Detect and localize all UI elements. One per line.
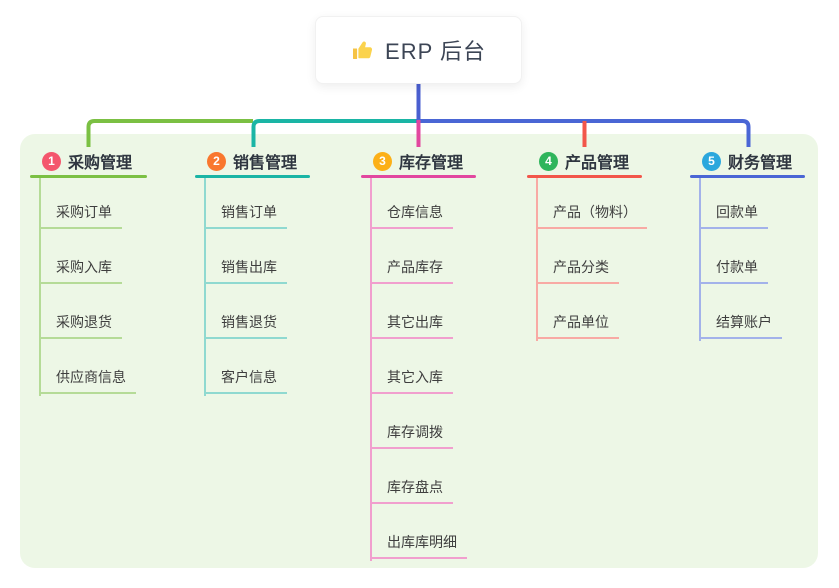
branch-label: 库存管理 bbox=[399, 155, 464, 172]
child-node[interactable]: 其它入库 bbox=[370, 367, 453, 394]
child-node[interactable]: 销售退货 bbox=[204, 312, 287, 339]
child-node[interactable]: 库存调拨 bbox=[370, 422, 453, 449]
branch-purchase: 1 采购管理 采购订单 采购入库 采购退货 供应商信息 bbox=[30, 150, 147, 570]
branch-label: 采购管理 bbox=[68, 155, 133, 172]
branch-underline bbox=[361, 175, 476, 178]
child-node[interactable]: 付款单 bbox=[699, 257, 768, 284]
branch-sales: 2 销售管理 销售订单 销售出库 销售退货 客户信息 bbox=[195, 150, 310, 570]
child-node[interactable]: 采购订单 bbox=[39, 202, 122, 229]
thumbs-up-icon bbox=[351, 38, 375, 62]
root-label: ERP 后台 bbox=[385, 39, 486, 64]
branch-number-badge: 4 bbox=[539, 151, 558, 171]
child-node[interactable]: 其它出库 bbox=[370, 312, 453, 339]
branch-number-badge: 2 bbox=[207, 151, 226, 171]
branch-number-badge: 5 bbox=[702, 151, 721, 171]
branch-tree-line bbox=[699, 178, 701, 341]
branch-inventory: 3 库存管理 仓库信息 产品库存 其它出库 其它入库 库存调拨 库存盘点 出库库… bbox=[361, 150, 476, 570]
branch-number-badge: 1 bbox=[42, 151, 61, 171]
child-node[interactable]: 回款单 bbox=[699, 202, 768, 229]
branch-finance: 5 财务管理 回款单 付款单 结算账户 bbox=[690, 150, 805, 570]
branch-underline bbox=[527, 175, 642, 178]
branch-label: 产品管理 bbox=[565, 155, 630, 172]
branch-underline bbox=[690, 175, 805, 178]
child-node[interactable]: 产品库存 bbox=[370, 257, 453, 284]
child-node[interactable]: 供应商信息 bbox=[39, 367, 136, 394]
branch-label: 财务管理 bbox=[728, 155, 793, 172]
branch-tree-line bbox=[370, 178, 372, 561]
child-node[interactable]: 库存盘点 bbox=[370, 477, 453, 504]
child-node[interactable]: 产品单位 bbox=[536, 312, 619, 339]
branch-underline bbox=[195, 175, 310, 178]
child-node[interactable]: 销售订单 bbox=[204, 202, 287, 229]
child-node[interactable]: 销售出库 bbox=[204, 257, 287, 284]
branch-tree-line bbox=[39, 178, 41, 396]
root-node[interactable]: ERP 后台 bbox=[315, 16, 522, 84]
branch-node[interactable]: 5 财务管理 bbox=[690, 150, 805, 172]
branches-panel bbox=[20, 134, 818, 568]
child-node[interactable]: 产品分类 bbox=[536, 257, 619, 284]
child-node[interactable]: 出库库明细 bbox=[370, 532, 467, 559]
branch-number-badge: 3 bbox=[373, 151, 392, 171]
branch-node[interactable]: 4 产品管理 bbox=[527, 150, 642, 172]
child-node[interactable]: 仓库信息 bbox=[370, 202, 453, 229]
child-node[interactable]: 采购入库 bbox=[39, 257, 122, 284]
branch-node[interactable]: 3 库存管理 bbox=[361, 150, 476, 172]
child-node[interactable]: 采购退货 bbox=[39, 312, 122, 339]
branch-underline bbox=[30, 175, 147, 178]
branch-label: 销售管理 bbox=[233, 155, 298, 172]
branch-node[interactable]: 2 销售管理 bbox=[195, 150, 310, 172]
branch-product: 4 产品管理 产品（物料） 产品分类 产品单位 bbox=[527, 150, 647, 570]
child-node[interactable]: 结算账户 bbox=[699, 312, 782, 339]
child-node[interactable]: 产品（物料） bbox=[536, 202, 647, 229]
child-node[interactable]: 客户信息 bbox=[204, 367, 287, 394]
branch-node[interactable]: 1 采购管理 bbox=[30, 150, 147, 172]
branch-tree-line bbox=[204, 178, 206, 396]
branch-tree-line bbox=[536, 178, 538, 341]
